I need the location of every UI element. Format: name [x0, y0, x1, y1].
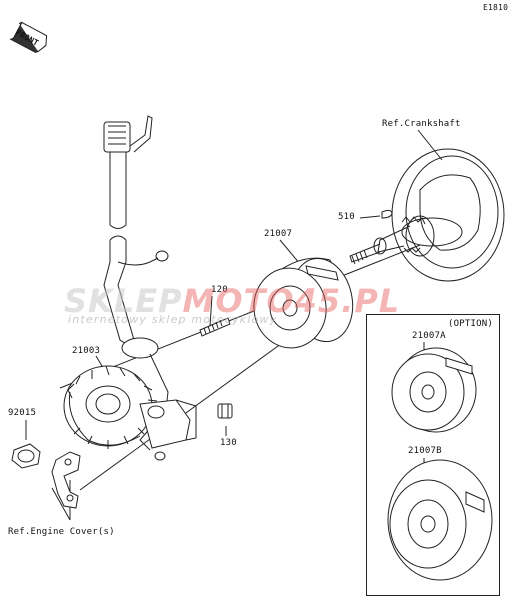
flywheel-rotor-21007 — [253, 257, 354, 349]
stator-assembly-21003 — [63, 365, 197, 461]
label-ref-crankshaft: Ref.Crankshaft — [382, 119, 461, 129]
label-130: 130 — [220, 438, 237, 448]
leader-510 — [359, 215, 381, 219]
woodruff-key-510 — [381, 209, 393, 219]
axis-dashed — [59, 244, 421, 389]
diagram-code: E1810 — [483, 3, 508, 12]
watermark-logo: SKLEPMOTO45.PL — [64, 282, 401, 320]
option-box — [366, 314, 500, 596]
label-21007B: 21007B — [408, 446, 442, 456]
bolt-120 — [199, 317, 231, 337]
clamp-bracket — [51, 451, 81, 509]
crankshaft-part — [349, 148, 505, 282]
bolt-130 — [217, 403, 233, 419]
flywheel-rotor-21007B — [387, 459, 493, 581]
label-21007: 21007 — [264, 229, 293, 239]
leader-engine-cover-2 — [51, 487, 71, 521]
leader-120 — [209, 295, 213, 327]
front-direction-badge — [9, 21, 48, 53]
label-21007A: 21007A — [412, 331, 446, 341]
watermark-tagline: internetowy sklep motocyklowy — [68, 313, 278, 326]
label-510: 510 — [338, 212, 355, 222]
wiring-harness — [103, 115, 169, 451]
axis-lower — [79, 329, 301, 491]
label-option: (OPTION) — [448, 319, 493, 329]
leader-21007 — [279, 239, 301, 265]
label-120: 120 — [211, 285, 228, 295]
label-21003: 21003 — [72, 346, 101, 356]
label-92015: 92015 — [8, 408, 37, 418]
flywheel-rotor-21007A — [391, 347, 477, 433]
label-ref-engine-cover: Ref.Engine Cover(s) — [8, 527, 115, 537]
leader-crankshaft — [417, 129, 443, 161]
grommet-92015 — [11, 443, 41, 469]
